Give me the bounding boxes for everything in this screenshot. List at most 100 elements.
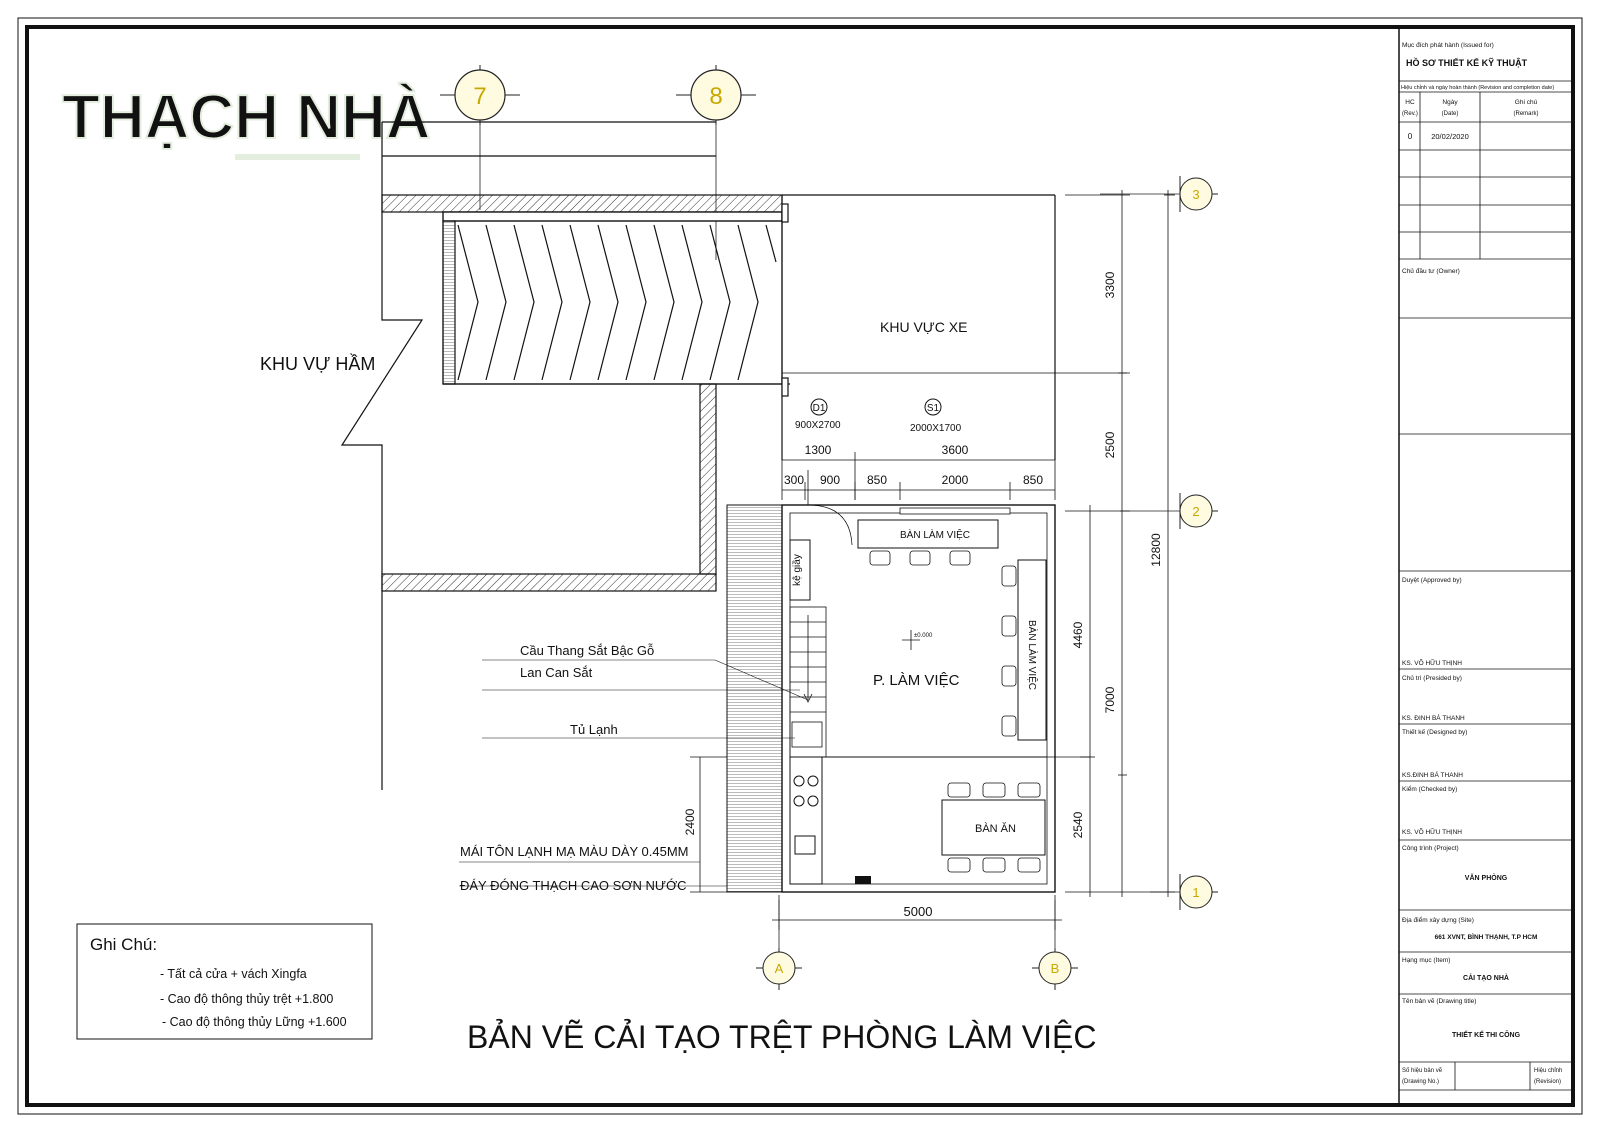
svg-text:2: 2 [1192, 504, 1199, 519]
dim-top-300: 300 [784, 473, 804, 487]
internal-stair [789, 606, 827, 758]
note-item-1: - Tất cả cửa + vách Xingfa [160, 967, 307, 981]
note-item-3: - Cao độ thông thủy Lững +1.600 [162, 1015, 347, 1029]
svg-text:THẠCH NHÀ: THẠCH NHÀ [62, 83, 431, 152]
svg-text:±0.000: ±0.000 [914, 633, 933, 639]
dim-top-3600: 3600 [942, 443, 969, 457]
tb-checked-name: KS. VÕ HỮU THỊNH [1402, 827, 1462, 836]
svg-text:B: B [1051, 961, 1060, 976]
roof-note: MÁI TÔN LẠNH MẠ MÀU DÀY 0.45MM [460, 844, 689, 859]
ramp-chevrons [457, 224, 777, 381]
svg-text:A: A [775, 961, 784, 976]
door-size: 900X2700 [795, 420, 841, 431]
dim-top-1300: 1300 [805, 443, 832, 457]
exterior-stair-roof [726, 504, 783, 893]
grid-bubble-1: 1 [1179, 874, 1218, 910]
grid-bubble-7: 7 [440, 65, 520, 125]
tb-approved-label: Duyệt (Approved by) [1402, 577, 1462, 584]
tb-drawing-no-label: Số hiệu bản vẽ [1402, 1068, 1443, 1074]
bottom-dimension-line [772, 895, 1062, 930]
grid-bubble-8: 8 [676, 65, 756, 125]
desk-right-chairs [1001, 565, 1017, 737]
wall-unit [855, 876, 871, 884]
svg-text:7: 7 [473, 83, 486, 110]
tb-project-label: Công trình (Project) [1402, 845, 1459, 852]
window-size: 2000X1700 [910, 423, 962, 434]
right-dimension-lines [1065, 190, 1175, 897]
tb-col-remark: Ghi chú [1515, 99, 1538, 106]
tb-rev-date: 20/02/2020 [1431, 132, 1469, 141]
desk-right [1017, 559, 1047, 741]
grid-bubble-B: B [1032, 948, 1078, 990]
leader-lines [459, 659, 809, 887]
dim-left-2400: 2400 [683, 808, 697, 835]
tb-col-date-en: (Date) [1442, 111, 1459, 117]
watermark-logo: THẠCH NHÀ [61, 82, 432, 160]
dim-right-2540: 2540 [1071, 811, 1085, 838]
tb-checked-label: Kiểm (Checked by) [1402, 785, 1457, 793]
tb-site-label: Địa điểm xây dựng (Site) [1402, 916, 1474, 924]
door-swing [807, 504, 853, 546]
grid-bubble-3: 3 [1179, 176, 1218, 212]
window-strip [899, 507, 1011, 515]
note-item-2: - Cao độ thông thủy trệt +1.800 [160, 992, 333, 1006]
dining-chairs [947, 782, 1041, 873]
dim-right-4460: 4460 [1071, 621, 1085, 648]
tb-drawing-title-value: THIẾT KẾ THI CÔNG [1452, 1029, 1521, 1039]
title-block-grid [1398, 27, 1573, 1105]
parking-label: KHU VỰC XE [880, 319, 967, 335]
tb-issued-for-label: Mục đích phát hành (Issued for) [1402, 42, 1494, 49]
notes-heading: Ghi Chú: [90, 935, 157, 954]
sheet-outer-border [17, 17, 1583, 1115]
tb-issued-for-value: HỒ SƠ THIẾT KẾ KỸ THUẬT [1406, 57, 1528, 68]
tb-project-value: VĂN PHÒNG [1465, 873, 1508, 882]
svg-text:S1: S1 [927, 403, 940, 414]
tb-rev-no: 0 [1408, 132, 1413, 141]
desk-top [857, 519, 999, 549]
tb-drawing-no-en: (Drawing No.) [1402, 1079, 1439, 1085]
stair-note-line2: Lan Can Sắt [520, 665, 593, 680]
desk-top-label: BÀN LÀM VIỆC [900, 528, 970, 541]
dim-right-2500: 2500 [1103, 431, 1117, 458]
left-dimension-line [690, 756, 727, 893]
elevation-mark: ±0.000 [902, 630, 933, 650]
ceiling-note: ĐÁY ĐÓNG THẠCH CAO SƠN NƯỚC [460, 878, 687, 893]
tb-item-value: CẢI TẠO NHÀ [1463, 973, 1509, 982]
title-block: Mục đích phát hành (Issued for) HỒ SƠ TH… [1401, 42, 1562, 1085]
grid-bubble-2: 2 [1179, 493, 1218, 529]
sheet-inner-border [25, 25, 1575, 1107]
tb-col-hc: HC [1405, 99, 1415, 106]
svg-text:1: 1 [1192, 885, 1199, 900]
svg-text:8: 8 [709, 83, 722, 110]
stair-note-line1: Cầu Thang Sắt Bậc Gỗ [520, 643, 654, 658]
tb-item-label: Hạng mục (Item) [1402, 957, 1450, 964]
grid-bubble-A: A [756, 948, 802, 990]
tb-approved-name: KS. VÕ HỮU THỊNH [1402, 658, 1462, 667]
svg-text:D1: D1 [813, 403, 826, 414]
notes-box: Ghi Chú: - Tất cả cửa + vách Xingfa - Ca… [76, 923, 373, 1040]
dim-top-900: 900 [820, 473, 840, 487]
tb-presided-label: Chủ trì (Presided by) [1402, 674, 1462, 682]
tb-col-hc-en: (Rev.) [1402, 111, 1418, 117]
dim-right-7000: 7000 [1103, 686, 1117, 713]
tb-col-remark-en: (Remark) [1514, 111, 1539, 117]
tb-revision-label: Hiệu chỉnh [1534, 1067, 1562, 1074]
dim-top-850b: 850 [1023, 473, 1043, 487]
desk-top-chairs [869, 550, 971, 566]
desk-right-label: BÀN LÀM VIỆC [1026, 620, 1039, 690]
tb-revision-header: Hiệu chỉnh và ngày hoàn thành (Revision … [1401, 84, 1554, 91]
tb-designed-name: KS.ĐINH BÁ THANH [1402, 770, 1463, 779]
kitchen-counter [789, 756, 823, 885]
top-dimension-lines [781, 452, 1056, 500]
shoe-shelf [789, 539, 811, 601]
tb-drawing-title-label: Tên bản vẽ (Drawing title) [1402, 998, 1476, 1005]
dim-top-2000: 2000 [942, 473, 969, 487]
tb-presided-name: KS. ĐINH BÁ THANH [1402, 713, 1465, 722]
dim-right-3300: 3300 [1103, 271, 1117, 298]
fridge [791, 721, 823, 748]
drawing-main-title: BẢN VẼ CẢI TẠO TRỆT PHÒNG LÀM VIỆC [467, 1019, 1096, 1055]
tb-col-date: Ngày [1442, 99, 1458, 106]
door-tag-d1: D1 [810, 398, 828, 416]
shoe-shelf-label: kệ giầy [791, 554, 803, 586]
